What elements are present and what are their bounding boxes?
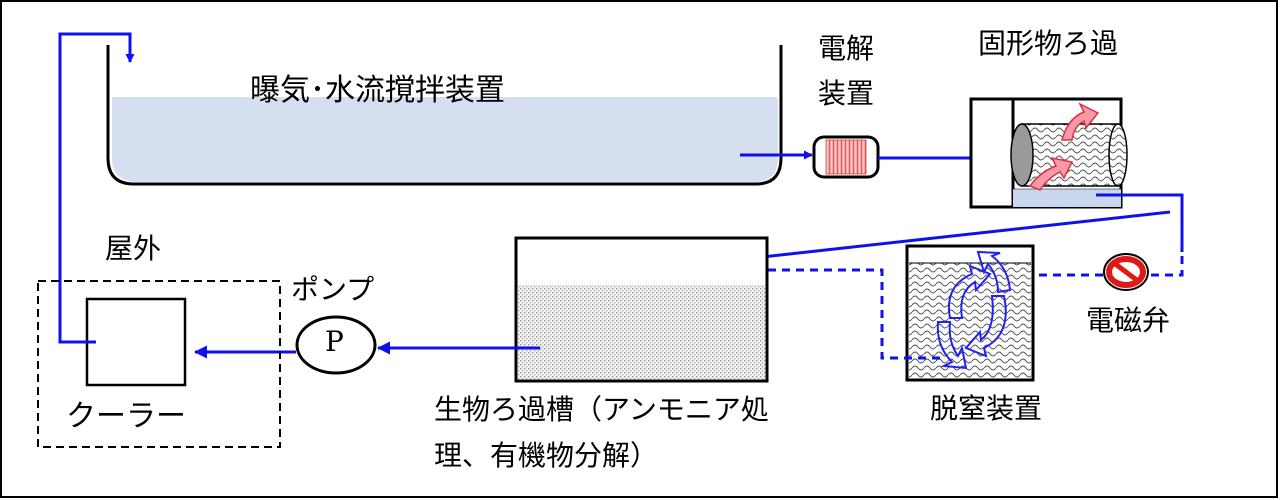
solid-filter-label: 固形物ろ過 [978,27,1119,60]
aeration-tank [106,45,783,186]
bio-filter-label-line2: 理、有機物分解） [434,439,659,472]
cooler-unit [85,297,187,387]
flow-arrow-filter-to-biofilter [734,210,1171,266]
drum-rotation-arrow-top [1061,102,1100,141]
circulation-arrow-top [948,264,992,319]
denitrification-return-dashed [751,263,940,360]
electrolysis-device [812,135,880,179]
pump-label: ポンプ [291,273,375,306]
solid-filter-unit [969,97,1128,209]
electrolysis-label-line2: 装置 [818,77,875,110]
pump-icon [295,315,377,375]
pump-symbol: P [325,325,344,358]
return-flow-line [58,32,135,344]
filter-to-valve-line [1096,193,1184,252]
cooler-label: クーラー [66,399,186,434]
solenoid-valve-icon [1103,253,1149,291]
outdoor-label: 屋外 [105,232,162,265]
solenoid-valve-label: 電磁弁 [1086,304,1171,337]
circulation-arrow-right [976,250,1012,294]
outdoor-zone [37,280,281,448]
drum-rotation-arrow-bottom [1028,156,1074,191]
bio-filter-label-line1: 生物ろ過槽（アンモニア処 [434,393,769,426]
electrolysis-label-line1: 電解 [818,32,875,65]
circulation-arrow-left [936,321,968,370]
bio-filter-tank [514,236,769,383]
aeration-label: 曝気･水流撹拌装置 [250,73,505,108]
circulation-arrow-bottom [964,295,1007,358]
valve-to-denitrification-dashed [1005,256,1184,280]
denitrification-label: 脱窒装置 [930,392,1043,425]
